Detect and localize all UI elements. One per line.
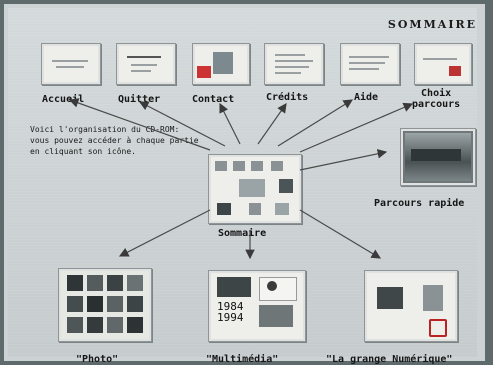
multimedia-years: 1984 1994 — [217, 301, 244, 323]
aide-thumbnail[interactable] — [340, 43, 400, 85]
arrow-to-photo — [118, 209, 211, 257]
arrow-to-contact — [219, 102, 241, 145]
photo-thumbnail[interactable] — [58, 268, 152, 342]
contact-thumbnail[interactable] — [192, 43, 250, 85]
photo-cell — [127, 317, 143, 333]
photo-cell — [127, 296, 143, 312]
nav-label-quitter: Quitter — [118, 94, 161, 105]
grange-numerique-thumbnail[interactable] — [364, 270, 458, 342]
sommaire-label: Sommaire — [218, 228, 267, 239]
photo-cell — [127, 275, 143, 291]
sommaire-thumbnail[interactable] — [208, 154, 302, 224]
quitter-thumbnail[interactable] — [116, 43, 176, 85]
nav-label-aide: Aide — [354, 92, 379, 103]
photo-cell — [107, 296, 123, 312]
photo-cell — [107, 317, 123, 333]
photo-cell — [67, 317, 83, 333]
multimedia-label: "Multimédia" — [206, 354, 279, 365]
photo-label: "Photo" — [76, 354, 119, 365]
arrow-to-accueil — [68, 98, 211, 151]
arrow-to-quitter — [138, 101, 226, 147]
year-1994: 1994 — [217, 311, 244, 324]
parcours-rapide-label: Parcours rapide — [374, 198, 465, 209]
nav-label-contact: Contact — [192, 94, 235, 105]
photo-cell — [87, 317, 103, 333]
grange-numerique-label: "La grange Numérique" — [326, 354, 453, 365]
photo-cell — [107, 275, 123, 291]
photo-cell — [87, 296, 103, 312]
nav-label-accueil: Accueil — [42, 94, 85, 105]
page-title: SOMMAIRE — [387, 18, 477, 31]
arrow-to-credits — [257, 103, 287, 145]
accueil-thumbnail[interactable] — [41, 43, 101, 85]
year-1984: 1984 — [217, 300, 244, 313]
photo-cell — [67, 275, 83, 291]
sommaire-panel: SOMMAIRE Acc — [8, 8, 477, 365]
nav-label-choix-parcours: Choix parcours — [412, 88, 461, 110]
photo-cell — [87, 275, 103, 291]
parcours-rapide-thumbnail[interactable] — [400, 128, 476, 186]
arrow-to-rapide — [299, 149, 388, 171]
photo-cell — [67, 296, 83, 312]
arrow-to-choix — [299, 102, 414, 153]
credits-thumbnail[interactable] — [264, 43, 324, 85]
intro-text: Voici l'organisation du CD-ROM: vous pou… — [30, 125, 199, 156]
nav-label-credits: Crédits — [266, 92, 309, 103]
choix-parcours-thumbnail[interactable] — [414, 43, 472, 85]
arrow-to-grange — [299, 209, 382, 259]
arrow-to-aide — [277, 99, 354, 147]
multimedia-thumbnail[interactable]: 1984 1994 — [208, 270, 306, 342]
